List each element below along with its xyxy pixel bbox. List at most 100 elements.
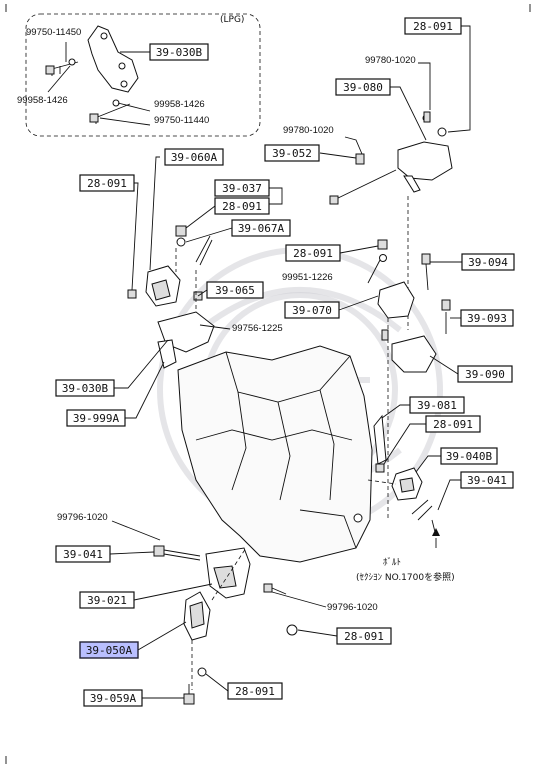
callout-box-frame — [231, 219, 291, 237]
callout-box-28-091[interactable]: 28-091 — [227, 682, 283, 700]
lpg-inset-frame — [25, 13, 261, 137]
leader — [429, 355, 459, 375]
leader — [415, 455, 441, 473]
callout-box-frame — [83, 689, 143, 707]
callout-box-frame — [79, 591, 135, 609]
callout-box-39-067a[interactable]: 39-067A — [231, 219, 291, 237]
leader — [114, 339, 169, 389]
callout-box-label: 39-050A — [86, 644, 133, 657]
callout-box-39-030b[interactable]: 39-030B — [55, 379, 115, 397]
callout-box-label: 28-091 — [222, 200, 262, 213]
callout-box-28-091[interactable]: 28-091 — [285, 244, 341, 262]
callout-box-28-091[interactable]: 28-091 — [79, 174, 135, 192]
callout-box-28-091[interactable]: 28-091 — [336, 627, 392, 645]
callout-box-label: 39-030B — [62, 382, 109, 395]
part-number-label: 99958-1426 — [154, 99, 205, 110]
callout-box-frame — [335, 78, 391, 96]
callout-box-label: 28-091 — [87, 177, 127, 190]
callout-box-39-052[interactable]: 39-052 — [264, 144, 320, 162]
part-number-label: 99780-1020 — [365, 55, 416, 66]
upper-right-bracket — [329, 111, 453, 205]
callout-box-39-050a[interactable]: 39-050A — [79, 641, 139, 659]
callout-box-39-060a[interactable]: 39-060A — [164, 148, 224, 166]
leader — [297, 629, 338, 637]
callout-box-28-091[interactable]: 28-091 — [214, 197, 270, 215]
callout-box-39-040b[interactable]: 39-040B — [440, 447, 498, 465]
callout-box-39-081[interactable]: 39-081 — [409, 396, 465, 414]
leader — [418, 62, 431, 110]
callout-box-frame — [214, 197, 270, 215]
leader — [367, 259, 381, 284]
leader — [197, 289, 208, 297]
leader — [191, 547, 247, 690]
callout-box-label: 28-091 — [293, 247, 333, 260]
callout-box-label: 39-080 — [343, 81, 383, 94]
callout-box-28-091[interactable]: 28-091 — [404, 17, 462, 35]
callout-box-39-999a[interactable]: 39-999A — [66, 409, 126, 427]
callout-box-frame — [460, 471, 514, 489]
leader — [437, 479, 461, 511]
leader — [131, 182, 139, 291]
callout-box-frame — [440, 447, 498, 465]
leader — [137, 621, 187, 651]
callout-box-39-037[interactable]: 39-037 — [214, 179, 270, 197]
callout-box-39-041[interactable]: 39-041 — [460, 471, 514, 489]
lower-rubber-mount — [183, 591, 298, 705]
callout-box-label: 39-094 — [468, 256, 508, 269]
callout-box-label: 39-065 — [215, 284, 255, 297]
callout-box-39-041[interactable]: 39-041 — [55, 545, 111, 563]
callout-box-39-093[interactable]: 39-093 — [460, 309, 514, 327]
leader — [125, 361, 165, 419]
leader — [339, 245, 379, 254]
callout-box-label: 39-041 — [467, 474, 507, 487]
callout-box-label: 39-093 — [467, 312, 507, 325]
leader — [269, 187, 283, 205]
callout-box-frame — [227, 682, 283, 700]
callout-box-39-065[interactable]: 39-065 — [206, 281, 264, 299]
right-lower-mount — [373, 414, 437, 537]
callout-box-label: 39-067A — [238, 222, 285, 235]
bolt-note-title: ﾎﾞﾙﾄ — [383, 557, 401, 568]
lpg-inset-label: (LPG) — [220, 15, 244, 25]
callout-box-label: 39-070 — [292, 304, 332, 317]
callout-box-label: 39-059A — [90, 692, 137, 705]
callout-box-39-059a[interactable]: 39-059A — [83, 689, 143, 707]
leader — [133, 583, 213, 601]
leader — [271, 591, 327, 608]
leader — [199, 324, 231, 330]
callout-box-label: 39-040B — [446, 450, 493, 463]
part-number-label: 99750-11450 — [26, 27, 81, 38]
leader — [319, 152, 357, 159]
part-number-label: 99796-1020 — [327, 602, 378, 613]
callout-box-frame — [409, 396, 465, 414]
callout-box-label: 28-091 — [235, 685, 275, 698]
callout-box-39-080[interactable]: 39-080 — [335, 78, 391, 96]
callout-box-frame — [460, 309, 514, 327]
callout-box-label: 39-060A — [171, 151, 218, 164]
callout-box-label: 39-021 — [87, 594, 127, 607]
leader — [117, 102, 151, 112]
leader — [390, 86, 427, 141]
callout-box-frame — [206, 281, 264, 299]
callout-box-label: 39-090 — [465, 368, 505, 381]
leader — [447, 25, 471, 133]
leader — [99, 117, 151, 126]
part-number-label: 99750-11440 — [154, 115, 209, 126]
callout-box-28-091[interactable]: 28-091 — [425, 415, 481, 433]
callout-box-39-021[interactable]: 39-021 — [79, 591, 135, 609]
leader — [185, 205, 216, 229]
leader — [205, 673, 229, 692]
leader — [338, 295, 379, 311]
callout-box-frame — [164, 148, 224, 166]
leader — [344, 136, 363, 155]
callout-box-39-070[interactable]: 39-070 — [284, 301, 340, 319]
callout-box-39-094[interactable]: 39-094 — [461, 253, 515, 271]
callout-box-frame — [66, 409, 126, 427]
callout-box-39-030b[interactable]: 39-030B — [149, 43, 209, 61]
leader — [367, 479, 397, 485]
callout-box-39-090[interactable]: 39-090 — [457, 365, 513, 383]
leader — [109, 551, 155, 555]
